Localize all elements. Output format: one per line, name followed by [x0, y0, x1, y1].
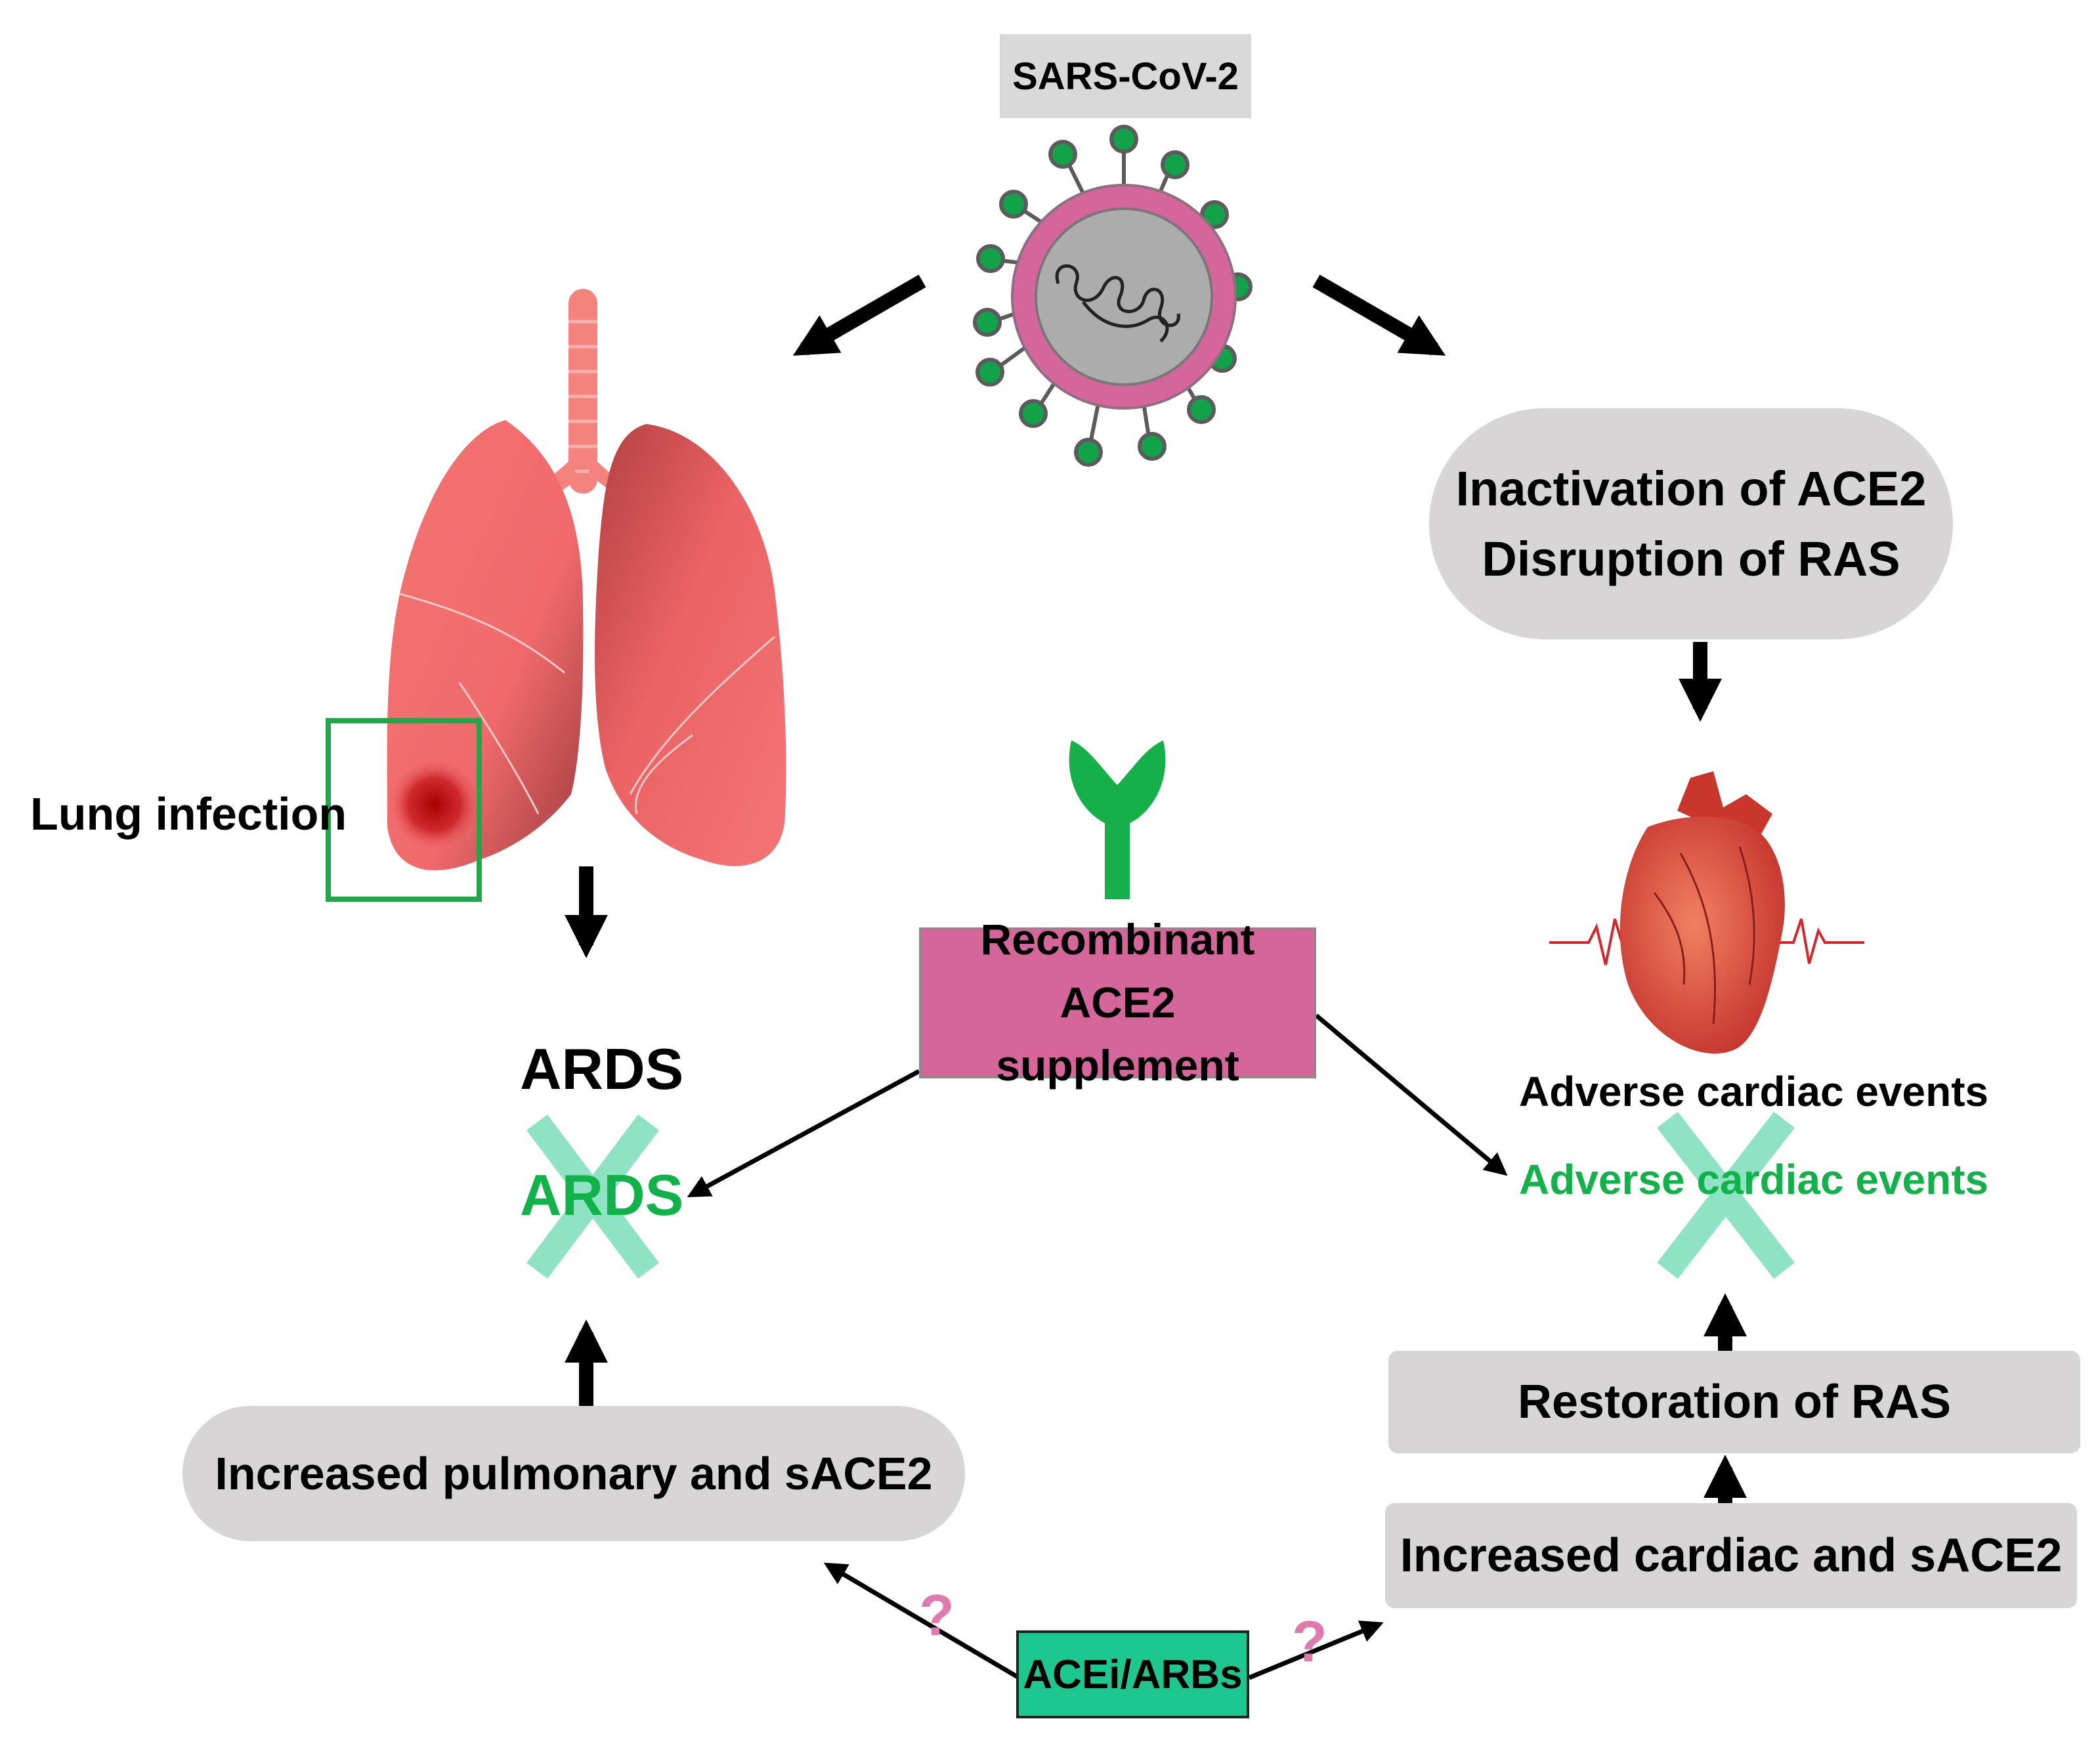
- recombinant-line2: supplement: [996, 1040, 1239, 1090]
- recombinant-ace2-box: Recombinant ACE2 supplement: [919, 915, 1316, 1090]
- cardiac-events-prevented-label: Adverse cardiac events: [1519, 1156, 1989, 1203]
- arrow-acei-to-cardiac-sace2: [1248, 1620, 1384, 1680]
- virus-illustration: [973, 125, 1253, 467]
- arrow-virus-to-ace2: [1312, 274, 1446, 356]
- ards-label: ARDS: [520, 1036, 684, 1101]
- arrow-recombinant-to-ards: [687, 1069, 920, 1198]
- acei-arbs-box: ACEi/ARBs: [1016, 1630, 1249, 1718]
- arrows: [565, 274, 1747, 1680]
- arrow-virus-to-lungs: [792, 274, 926, 356]
- lung-infection-label: Lung infection: [30, 788, 347, 839]
- cardiac-cross-mark: [1657, 1111, 1795, 1279]
- question-mark-right: ?: [1292, 1609, 1327, 1674]
- increased-cardiac-box: Increased cardiac and sACE2: [1385, 1503, 2077, 1608]
- recombinant-line1: Recombinant ACE2: [980, 915, 1255, 1027]
- arrow-recombinant-to-cardiac: [1314, 1013, 1508, 1176]
- restoration-of-ras-box: Restoration of RAS: [1388, 1351, 2080, 1453]
- receptor-icon: [1069, 740, 1166, 899]
- restoration-of-ras-label: Restoration of RAS: [1517, 1376, 1952, 1428]
- increased-pulmonary-box: Increased pulmonary and sACE2: [182, 1406, 965, 1541]
- heart-illustration: [1549, 771, 1864, 1054]
- sars-cov-2-label-box: SARS-CoV-2: [1000, 34, 1251, 118]
- increased-pulmonary-label: Increased pulmonary and sACE2: [215, 1448, 933, 1499]
- ards-prevented-label: ARDS: [520, 1162, 684, 1227]
- ace2-inactivation-line2: Disruption of RAS: [1482, 532, 1900, 586]
- ace2-inactivation-line1: Inactivation of ACE2: [1455, 461, 1927, 516]
- cardiac-events-label: Adverse cardiac events: [1519, 1068, 1989, 1115]
- sars-cov-2-label: SARS-CoV-2: [1012, 54, 1239, 98]
- arrow-acei-to-pulmonary: [823, 1562, 1020, 1680]
- ace2-inactivation-box: Inactivation of ACE2 Disruption of RAS: [1429, 408, 1953, 639]
- increased-cardiac-label: Increased cardiac and sACE2: [1400, 1529, 2063, 1582]
- acei-arbs-label: ACEi/ARBs: [1023, 1651, 1243, 1697]
- ards-cross-mark: [526, 1114, 659, 1279]
- lungs-illustration: [326, 289, 786, 902]
- question-mark-left: ?: [919, 1583, 954, 1647]
